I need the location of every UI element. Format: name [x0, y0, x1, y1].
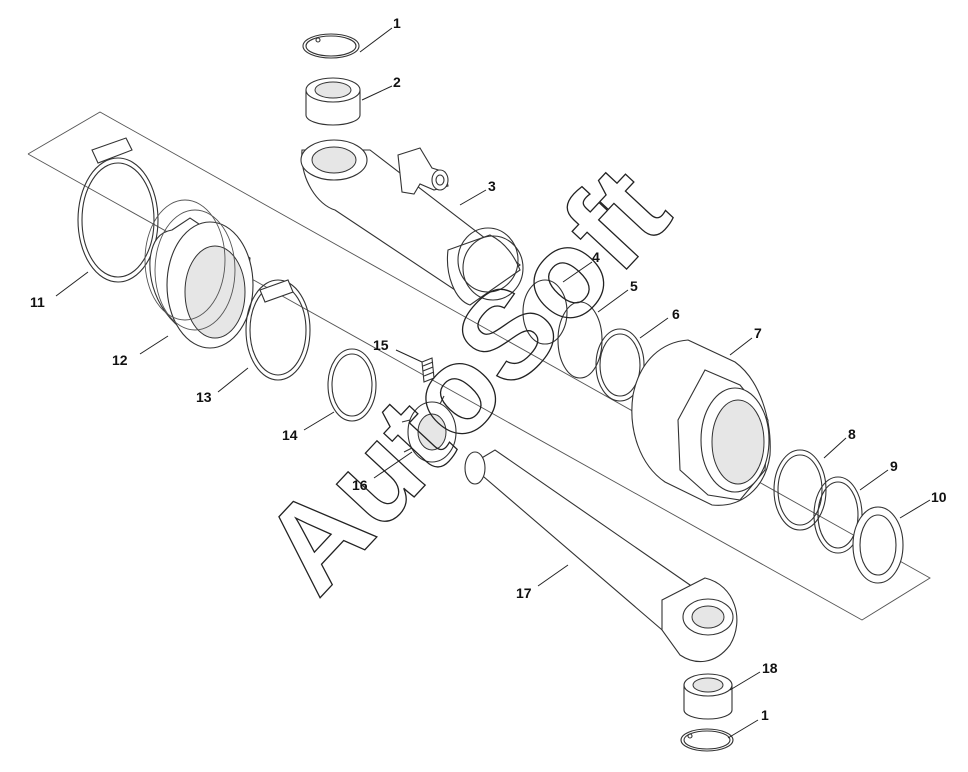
callout-4: 4	[592, 249, 600, 265]
callout-1-bottom: 1	[761, 707, 769, 723]
callout-14: 14	[282, 427, 298, 443]
cylinder-barrel	[300, 139, 524, 306]
callout-2: 2	[393, 74, 401, 90]
snap-ring-top	[302, 33, 360, 59]
piston-ring	[245, 279, 311, 381]
callout-15: 15	[373, 337, 389, 353]
ring-10	[852, 506, 904, 584]
callout-16: 16	[352, 477, 368, 493]
ring-8	[773, 449, 827, 531]
callout-3: 3	[488, 178, 496, 194]
seal-4	[522, 279, 568, 345]
bushing-top	[305, 77, 361, 126]
piston	[144, 199, 254, 349]
callout-5: 5	[630, 278, 638, 294]
callout-7: 7	[754, 325, 762, 341]
seal-5	[557, 301, 603, 379]
callout-6: 6	[672, 306, 680, 322]
callout-1: 1	[393, 15, 401, 31]
callout-9: 9	[890, 458, 898, 474]
piston-rod	[464, 449, 738, 663]
callout-17: 17	[516, 585, 532, 601]
set-screw	[421, 357, 435, 383]
gland-nut	[631, 339, 771, 506]
callout-10: 10	[931, 489, 947, 505]
castle-nut	[401, 395, 457, 463]
bushing-bottom	[683, 673, 733, 720]
callout-11: 11	[30, 294, 45, 310]
callout-8: 8	[848, 426, 856, 442]
callout-12: 12	[112, 352, 128, 368]
callout-13: 13	[196, 389, 212, 405]
seal-14	[327, 348, 377, 422]
axis-frame	[27, 111, 931, 621]
clamp-ring-large	[77, 137, 159, 283]
snap-ring-bottom	[680, 728, 734, 752]
seal-6	[595, 328, 645, 402]
leader-lines	[55, 27, 931, 739]
callout-18: 18	[762, 660, 778, 676]
